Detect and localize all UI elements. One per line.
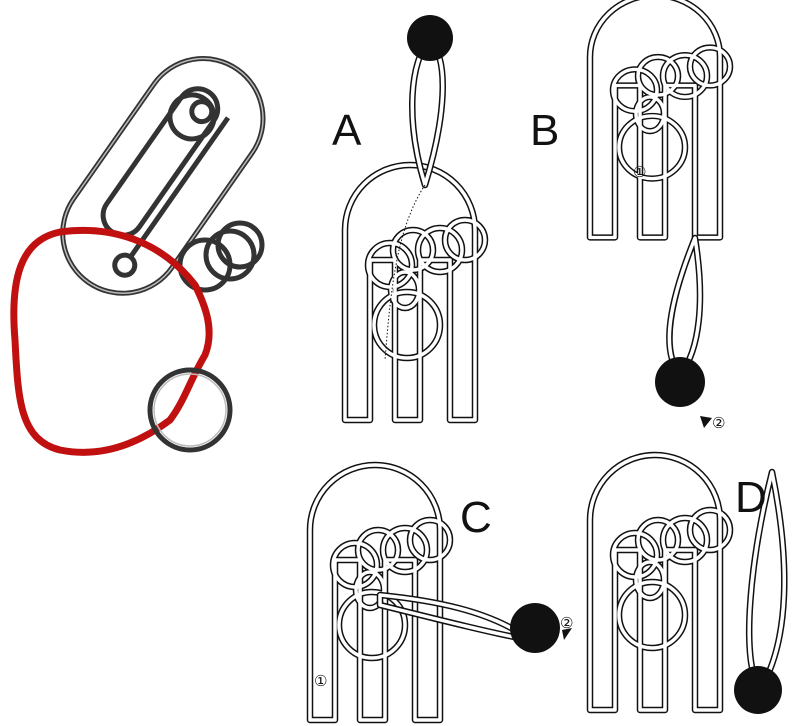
label-b: B [530,106,559,155]
label-d: D [735,473,767,522]
panel-b: ② ① B [530,0,730,432]
ball [655,357,705,407]
panel-a: A [332,15,485,420]
ball [407,15,453,61]
panel-d: D [590,455,788,714]
ball [510,603,560,653]
step-1-marker: ① [633,163,646,181]
puzzle-photo [10,56,266,456]
step-1-marker: ① [314,672,327,690]
red-rope [10,226,213,456]
step-2-marker: ② [712,414,725,432]
label-a: A [332,106,362,155]
ball [734,666,782,714]
label-c: C [460,493,492,542]
metal-ring [147,367,233,453]
panel-c: ② ① C [310,465,573,720]
step-2-marker: ② [560,614,573,632]
